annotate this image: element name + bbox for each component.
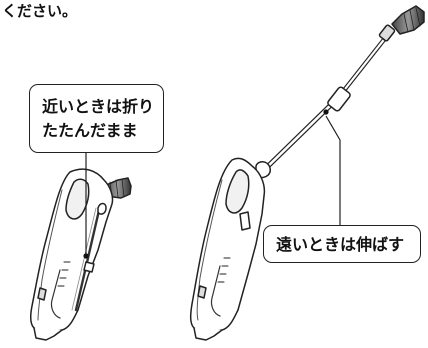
- extended-nozzle-icon: [391, 5, 425, 35]
- partial-instruction-text: ください。: [2, 2, 78, 20]
- far-callout-leader: [325, 115, 341, 225]
- near-callout-line-1: 近いときは折り: [42, 97, 155, 116]
- near-callout-dot: [83, 253, 89, 259]
- far-callout-dot: [323, 109, 329, 115]
- far-use-callout: 遠いときは伸ばす: [263, 225, 421, 263]
- sprayer-handle-folded-icon: [29, 168, 132, 341]
- near-callout-line-2: たたんだまま: [42, 121, 138, 140]
- sprayer-handle-extended-icon: [189, 5, 425, 341]
- near-use-callout: 近いときは折り たたんだまま: [29, 84, 164, 153]
- far-callout-label: 遠いときは伸ばす: [276, 235, 405, 254]
